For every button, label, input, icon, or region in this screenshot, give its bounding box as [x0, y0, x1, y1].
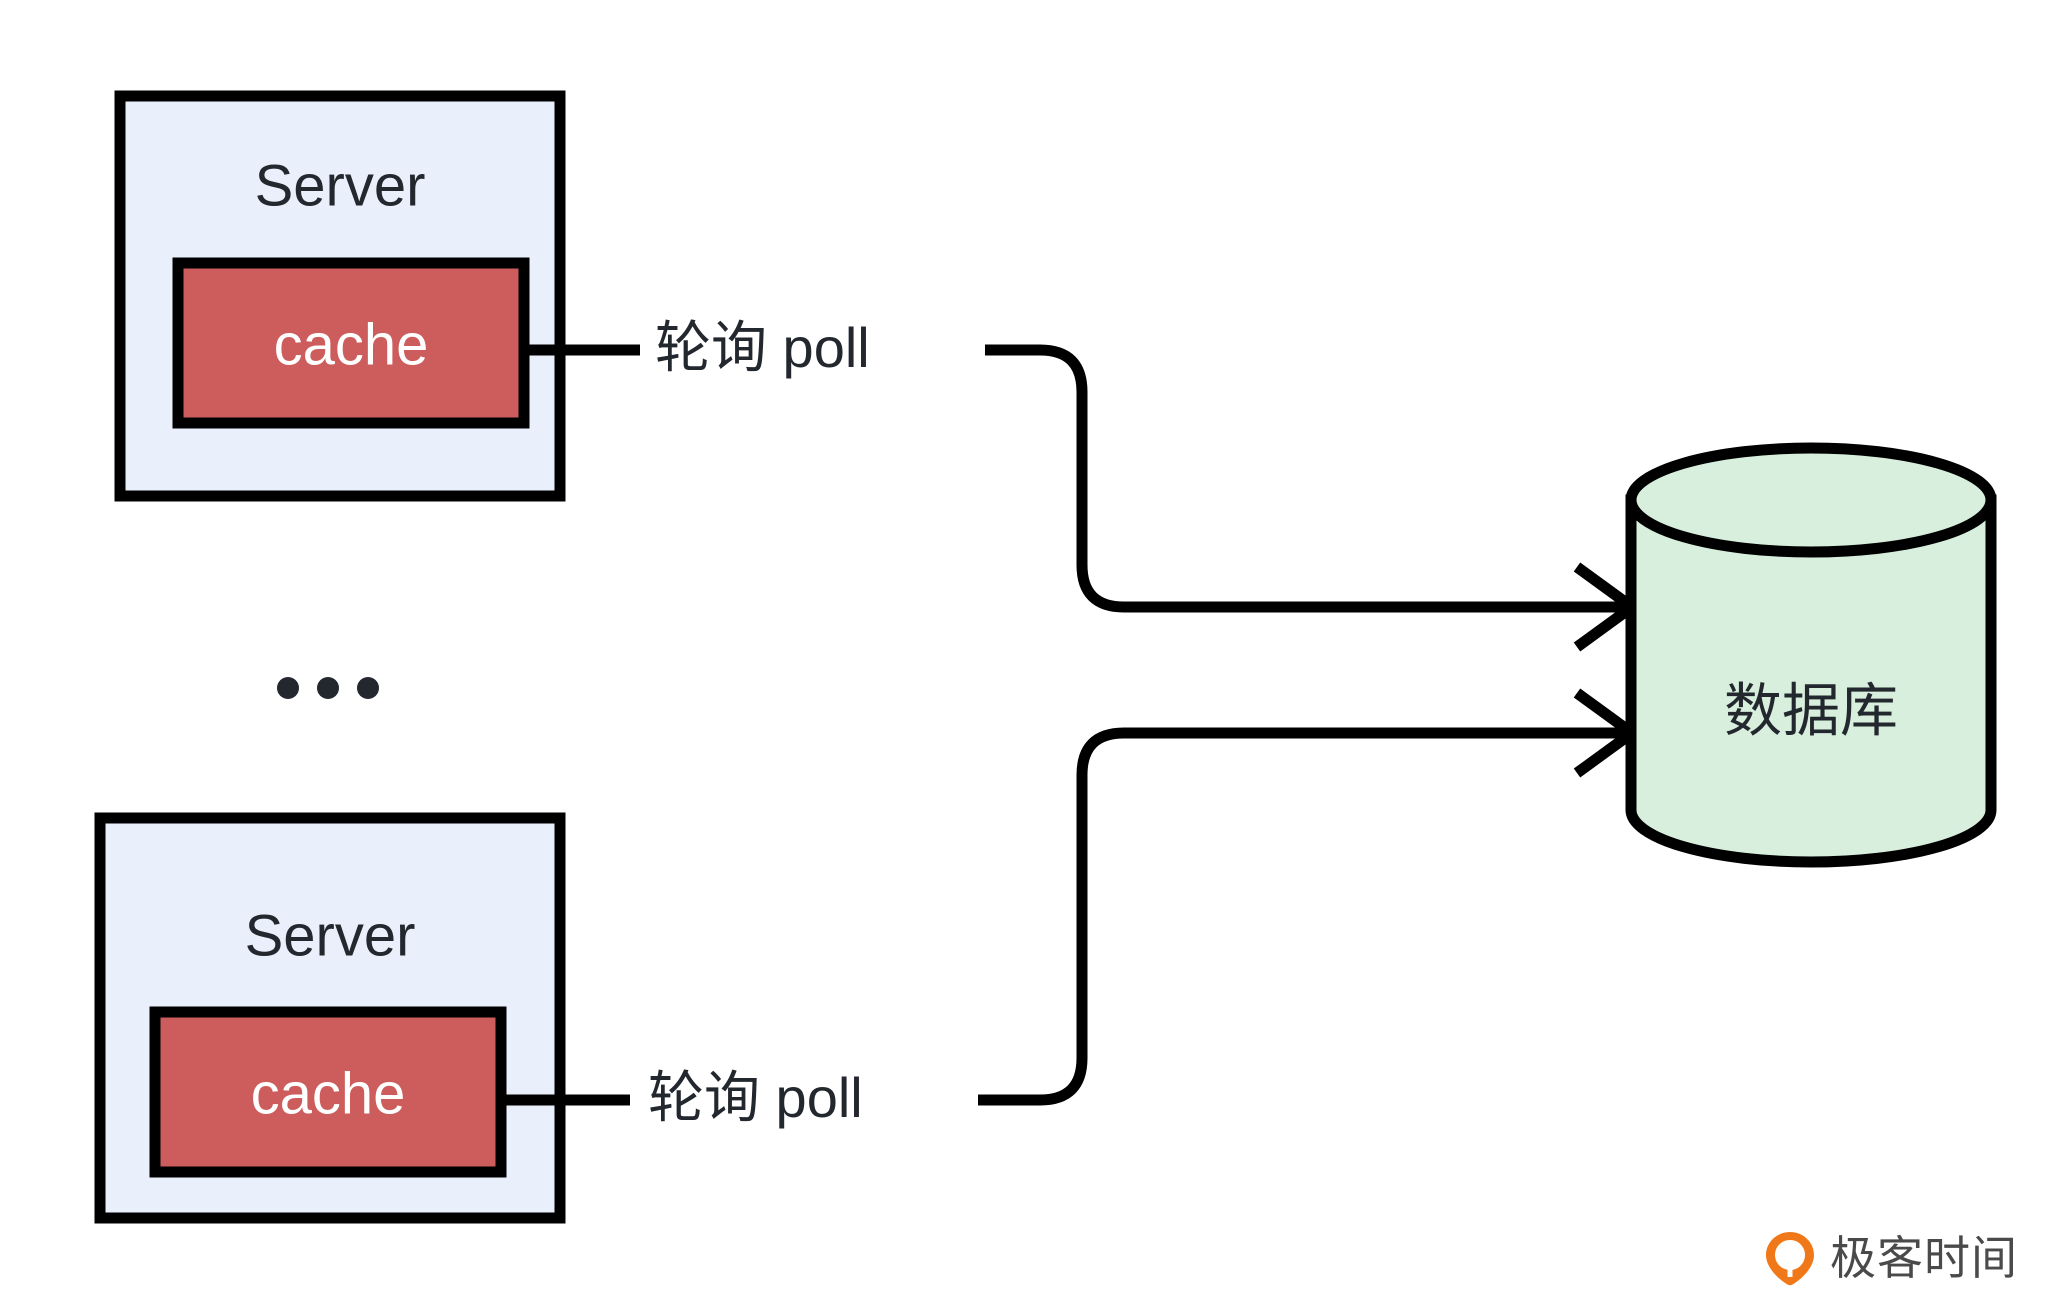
ellipsis-indicator — [277, 677, 379, 699]
cache-label-bottom: cache — [251, 1061, 406, 1126]
database-cylinder-top — [1625, 442, 1997, 558]
edge-bottom-poll[interactable]: 轮询 poll — [501, 688, 1642, 1129]
watermark: 极客时间 — [1764, 1230, 2018, 1286]
server-label-top: Server — [255, 153, 426, 218]
cache-box-top — [172, 257, 530, 429]
edge-bottom-label: 轮询 poll — [648, 1066, 863, 1129]
server-node-top[interactable]: Server cache — [114, 90, 566, 502]
cache-label-top: cache — [274, 312, 429, 377]
server-node-bottom[interactable]: Server cache — [94, 812, 566, 1224]
cache-box-bottom — [149, 1006, 507, 1178]
geektime-pin-icon — [1764, 1230, 1816, 1286]
edge-top-path — [985, 344, 1630, 613]
edge-top-label: 轮询 poll — [655, 316, 870, 379]
ellipsis-dot — [317, 677, 339, 699]
edge-bottom-path — [978, 727, 1630, 1106]
database-label: 数据库 — [1724, 678, 1898, 743]
ellipsis-dot — [277, 677, 299, 699]
edge-top-poll[interactable]: 轮询 poll — [524, 316, 1642, 652]
database-node[interactable]: 数据库 — [1625, 442, 1997, 868]
database-cylinder-body — [1625, 494, 1997, 868]
watermark-brand: 极客时间 — [1830, 1232, 2018, 1284]
server-label-bottom: Server — [245, 903, 416, 968]
ellipsis-dot — [357, 677, 379, 699]
